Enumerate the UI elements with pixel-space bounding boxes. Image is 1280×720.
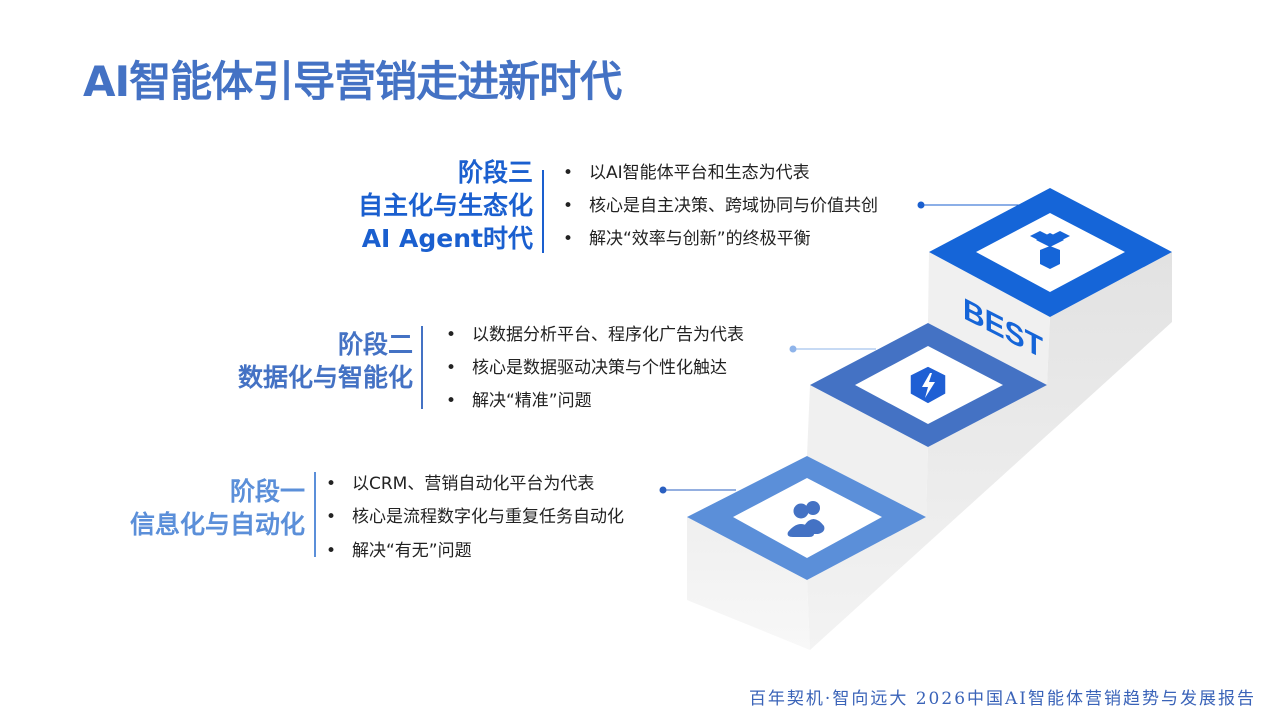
stage2-heading: 阶段二 数据化与智能化: [238, 328, 413, 394]
list-item: •核心是数据驱动决策与个性化触达: [446, 358, 727, 378]
divider: [421, 326, 423, 409]
step2-front: [807, 385, 928, 517]
stage2-name: 数据化与智能化: [237, 363, 413, 392]
list-item: •解决“精准”问题: [446, 391, 592, 411]
box-icon: [1030, 231, 1070, 269]
list-item: •以数据分析平台、程序化广告为代表: [446, 325, 744, 345]
list-item: •核心是流程数字化与重复任务自动化: [326, 507, 624, 527]
lightning-hexagon-icon: [909, 365, 947, 405]
stage3-name: 自主化与生态化: [357, 191, 533, 220]
stage3-era: AI Agent时代: [361, 224, 533, 253]
list-item: •解决“有无”问题: [326, 541, 472, 561]
connector-stage2: [789, 345, 876, 353]
list-item: •核心是自主决策、跨域协同与价值共创: [563, 196, 878, 216]
list-item: •以CRM、营销自动化平台为代表: [326, 474, 595, 494]
stage3-label: 阶段三: [457, 158, 533, 187]
stage3-heading: 阶段三 自主化与生态化 AI Agent时代: [358, 156, 533, 255]
stage1-name: 信息化与自动化: [129, 510, 305, 539]
footer-text: 百年契机·智向远大 2026中国AI智能体营销趋势与发展报告: [748, 689, 1256, 709]
connector-stage3: [917, 201, 1020, 209]
list-item: •解决“效率与创新”的终极平衡: [563, 229, 811, 249]
page-title: AI智能体引导营销走进新时代: [83, 57, 622, 106]
stairs-side: [807, 252, 1172, 650]
step1-front: [687, 517, 810, 650]
stage2-label: 阶段二: [337, 330, 413, 359]
divider: [314, 472, 316, 557]
users-icon: [787, 501, 825, 537]
stage1-heading: 阶段一 信息化与自动化: [130, 475, 305, 541]
stage1-label: 阶段一: [229, 477, 305, 506]
list-item: •以AI智能体平台和生态为代表: [563, 163, 810, 183]
connector-stage1: [659, 486, 736, 494]
divider: [542, 170, 544, 253]
step3-front: [928, 252, 1050, 385]
